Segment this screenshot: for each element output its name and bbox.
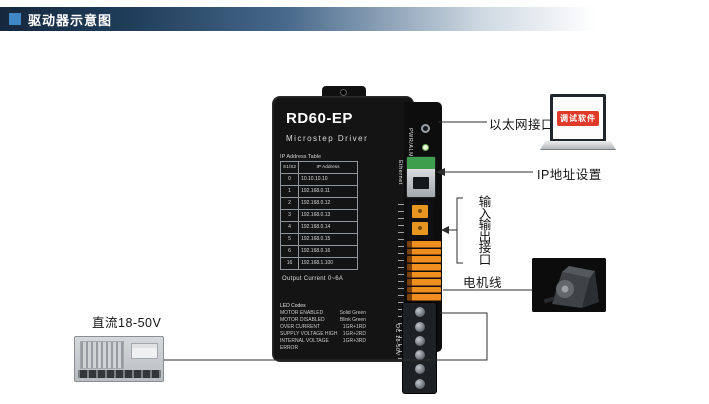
driver-device: RD60-EP Microstep Driver IP Address Tabl… (270, 84, 444, 398)
pin-labels-column (398, 204, 404, 384)
io-terminal-clip (407, 294, 441, 301)
laptop-screen: 调试软件 (550, 94, 606, 142)
dc-input-label: DC 18-50V (394, 324, 400, 356)
io-terminal-clip (407, 286, 441, 294)
ip-table-caption: IP Address Table (280, 154, 322, 160)
section-header: 驱动器示意图 (0, 7, 709, 31)
pwr-alm-label: PWR/ALM (407, 128, 413, 158)
motor-image (532, 258, 606, 312)
rotary-switch-s2 (412, 221, 428, 235)
dc-supply-callout-label: 直流18-50V (92, 316, 162, 330)
screw-terminal-icon (414, 378, 425, 389)
mounting-hole-icon (340, 89, 347, 96)
ethernet-port (406, 156, 436, 198)
screw-terminal-icon (414, 350, 425, 361)
io-terminal-clip (407, 256, 441, 263)
section-bullet-icon (9, 13, 21, 25)
device-subtitle: Microstep Driver (286, 134, 369, 143)
io-terminal-clip (407, 241, 441, 248)
screw-terminal-icon (414, 321, 425, 332)
motor-cable-callout-label: 电机线 (463, 276, 503, 290)
led-codes-caption: LED Codes (280, 303, 306, 309)
rotary-switch-s1 (412, 205, 428, 219)
ip-table-header: IP Address (298, 161, 358, 174)
psu-label-sticker (131, 343, 158, 359)
section-title: 驱动器示意图 (28, 12, 113, 28)
screw-terminal-icon (414, 364, 425, 375)
ip-table-header: S1/S2 (279, 161, 300, 174)
io-terminal-clip (407, 279, 441, 286)
stepper-motor-icon (532, 258, 606, 312)
ip-rotary-switches (407, 202, 433, 238)
power-led-icon (422, 144, 429, 151)
ethernet-port-shield (407, 169, 435, 197)
ethernet-port-led-strip (407, 157, 435, 169)
output-current-label: Output Current 0~6A (282, 276, 344, 282)
ethernet-jack-slot (413, 177, 429, 189)
ethernet-callout-label: 以太网接口 (489, 118, 555, 132)
screw-terminal-icon (414, 307, 425, 318)
power-supply-image (74, 336, 164, 382)
screw-terminal-icon (414, 335, 425, 346)
io-terminal-block (406, 240, 442, 302)
io-terminal-clip (407, 263, 441, 271)
mounting-hole-icon (421, 124, 430, 133)
debug-software-badge: 调试软件 (557, 110, 599, 126)
laptop-base-icon (540, 141, 616, 150)
io-terminal-clip (407, 248, 441, 256)
device-model: RD60-EP (286, 110, 353, 127)
ip-setting-callout-label: IP地址设置 (537, 168, 602, 182)
io-terminal-clip (407, 271, 441, 279)
psu-terminal-strip (78, 370, 161, 378)
laptop: 调试软件 (540, 92, 616, 154)
psu-vent-grille (80, 341, 124, 369)
ethernet-label: Ethernet (397, 160, 403, 185)
io-interface-callout-label: 输 入 输 出 接 口 (478, 195, 492, 267)
power-terminal-block (402, 302, 437, 394)
